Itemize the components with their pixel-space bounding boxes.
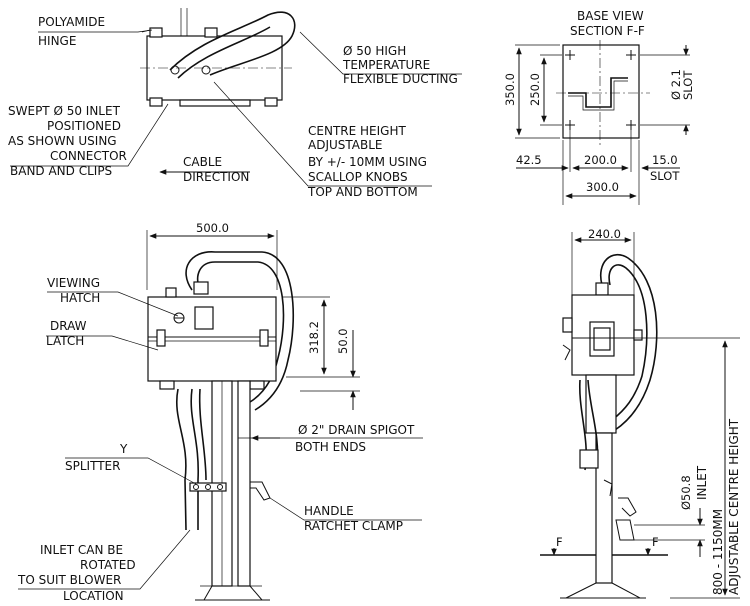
base-view-title: BASE VIEW SECTION F-F [570, 9, 647, 38]
dim-200: 200.0 [584, 153, 617, 167]
draw-latch-leader [46, 335, 159, 351]
handle-label: HANDLE RATCHET CLAMP [304, 504, 403, 533]
flexible-ducting-leader [299, 31, 462, 75]
viewing-hatch-label: VIEWING HATCH [47, 276, 104, 305]
section-marker-left: F [556, 535, 563, 549]
dim-240: 240.0 [588, 227, 621, 241]
handle-leader [269, 497, 422, 521]
polyamide-hinge-label: POLYAMIDE HINGE [38, 15, 109, 48]
front-view [146, 230, 360, 601]
flexible-ducting-label: Ø 50 HIGH TEMPERATURE FLEXIBLE DUCTING [342, 44, 458, 86]
height-range-label: 800 - 1150MM [711, 509, 725, 595]
dim-250: 250.0 [528, 73, 542, 106]
centre-height-leader [213, 81, 432, 187]
inlet-rotated-label: INLET CAN BE ROTATED TO SUIT BLOWER LOCA… [17, 543, 139, 603]
base-plate [562, 44, 640, 139]
dim-inlet-diameter: Ø50.8 [679, 475, 693, 510]
viewing-hatch-leader [47, 291, 179, 317]
drain-spigot-label: Ø 2" DRAIN SPIGOT BOTH ENDS [295, 423, 418, 454]
y-splitter-label: Y SPLITTER [65, 442, 131, 473]
cable-direction-label: CABLE DIRECTION [183, 155, 249, 184]
viewing-hatch [194, 306, 214, 330]
side-view [540, 232, 740, 599]
swept-inlet-leader [10, 103, 169, 167]
polyamide-hinge-leader [38, 29, 153, 33]
dim-hole-diameter: Ø 2.1 [669, 69, 683, 100]
dim-300: 300.0 [586, 180, 619, 194]
dim-500: 500.0 [196, 221, 229, 235]
swept-inlet-label: SWEPT Ø 50 INLET POSITIONED AS SHOWN USI… [8, 104, 131, 178]
adjustable-height-label: ADJUSTABLE CENTRE HEIGHT [727, 418, 741, 595]
inlet-rotated-leader [18, 529, 191, 590]
dim-50: 50.0 [336, 328, 350, 354]
top-view [140, 8, 296, 107]
dim-15: 15.0 [652, 153, 678, 167]
dim-42-5: 42.5 [516, 153, 542, 167]
y-splitter-leader [65, 457, 197, 485]
dim-slot-horizontal: SLOT [650, 169, 680, 183]
section-marker-right: F [652, 535, 659, 549]
centre-height-label: CENTRE HEIGHT ADJUSTABLE BY +/- 10MM USI… [307, 124, 431, 199]
dim-318: 318.2 [307, 321, 321, 354]
inlet-label: INLET [695, 465, 709, 500]
draw-latch-label: DRAW LATCH [46, 319, 90, 348]
dim-350: 350.0 [503, 73, 517, 106]
dim-slot-vertical: SLOT [681, 70, 695, 100]
base-view [515, 40, 690, 205]
